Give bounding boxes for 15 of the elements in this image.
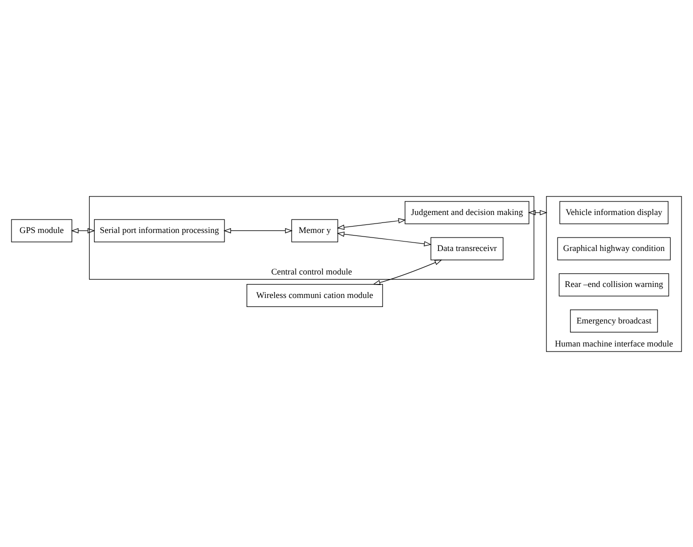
node-box: GPS module: [11, 218, 72, 242]
node-box: Vehicle information display: [559, 200, 668, 224]
arrow: [71, 228, 96, 233]
node-box: Judgement and decision making: [404, 200, 530, 224]
node-box: Memor y: [291, 218, 338, 242]
arrow: [224, 228, 293, 233]
node-box: Wireless communi cation module: [246, 283, 383, 306]
arrow: [336, 231, 432, 246]
node-box: Serial port information processing: [94, 218, 225, 242]
node-box: Data transreceivr: [430, 236, 504, 260]
node-box: Rear –end collision warning: [558, 272, 670, 296]
node-box: Emergency broadcast: [570, 309, 658, 332]
arrow: [372, 259, 442, 285]
arrow: [336, 218, 406, 230]
node-box: Graphical highway condition: [557, 236, 671, 260]
